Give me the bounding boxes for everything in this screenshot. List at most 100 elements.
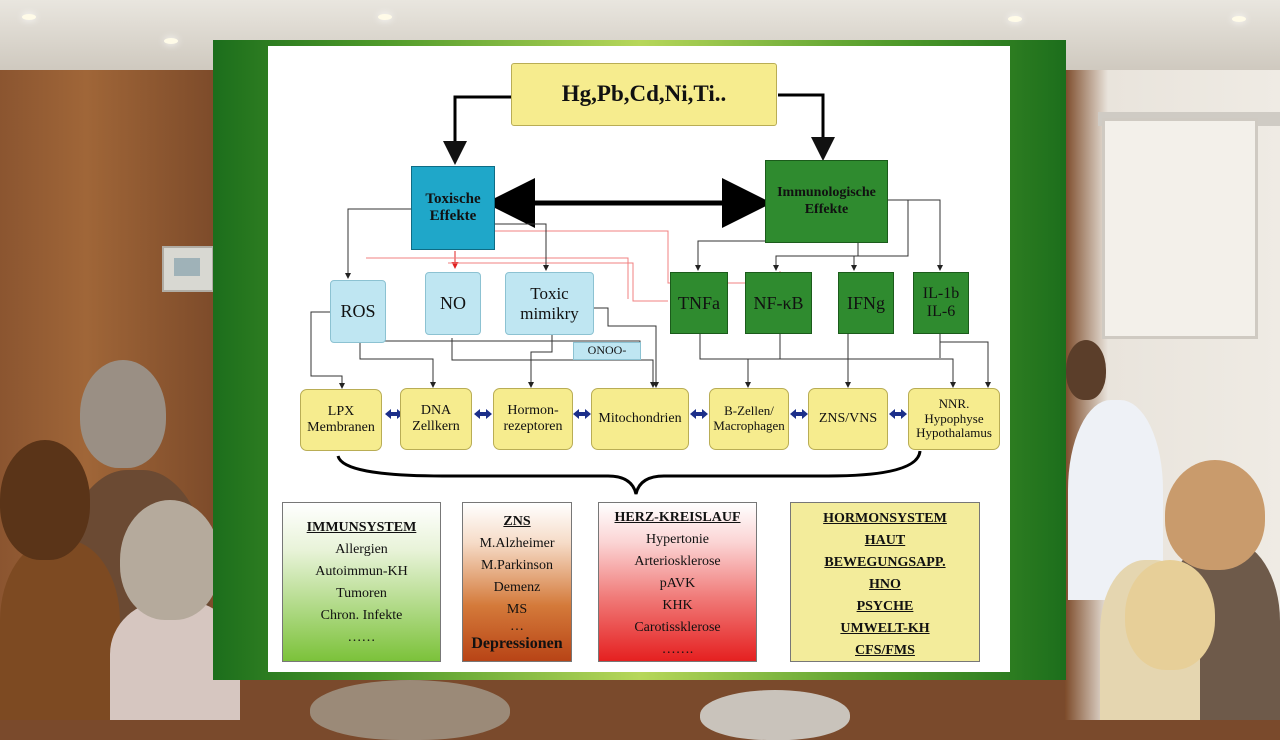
dna-line1: DNA bbox=[420, 402, 452, 418]
zns-vns-label: ZNS/VNS bbox=[818, 410, 878, 426]
panel-item: UMWELT-KH bbox=[840, 621, 930, 636]
panel-item: M.Alzheimer bbox=[479, 536, 555, 551]
bzellen-line1: B-Zellen/ bbox=[724, 403, 774, 419]
panel-zns-heading: ZNS bbox=[503, 514, 531, 529]
link-arrow bbox=[790, 409, 808, 419]
mitochondrien-label: Mitochondrien bbox=[598, 410, 682, 426]
immunological-effects-box: Immunologische Effekte bbox=[765, 160, 888, 243]
tnfa-label: TNFa bbox=[678, 292, 720, 313]
heavy-metals-label: Hg,Pb,Cd,Ni,Ti.. bbox=[561, 81, 727, 107]
il-line2: IL-6 bbox=[926, 303, 956, 320]
ceiling-light bbox=[164, 38, 178, 44]
ceiling-light bbox=[1232, 16, 1246, 22]
panel-item: BEWEGUNGSAPP. bbox=[824, 555, 946, 570]
panel-item: Hypertonie bbox=[646, 532, 709, 547]
panel-item: KHK bbox=[662, 598, 693, 613]
audience-head bbox=[80, 360, 166, 468]
link-arrow bbox=[889, 409, 907, 419]
wall-control-panel bbox=[162, 246, 214, 292]
hormonrez-line2: rezeptoren bbox=[503, 419, 563, 434]
audience-member bbox=[0, 540, 120, 720]
panel-item: Chron. Infekte bbox=[320, 608, 403, 623]
toxic-mimikry-line1: Toxic bbox=[530, 283, 569, 303]
onoo-box: ONOO- bbox=[573, 342, 641, 360]
panel-item: pAVK bbox=[659, 576, 696, 591]
panel-herz-kreislauf: HERZ-KREISLAUF Hypertonie Arterioskleros… bbox=[598, 502, 757, 662]
panel-herz-heading: HERZ-KREISLAUF bbox=[614, 510, 741, 525]
tnfa-box: TNFa bbox=[670, 272, 728, 334]
panel-item: HORMONSYSTEM bbox=[823, 511, 947, 526]
no-label: NO bbox=[440, 293, 466, 314]
panel-item: Autoimmun-KH bbox=[315, 564, 408, 579]
mitochondrien-box: Mitochondrien bbox=[591, 388, 689, 450]
link-arrow bbox=[573, 409, 591, 419]
panel-item: Arteriosklerose bbox=[634, 554, 721, 569]
dna-zellkern-box: DNA Zellkern bbox=[400, 388, 472, 450]
slide: Hg,Pb,Cd,Ni,Ti.. Toxische Effekte Immuno… bbox=[268, 46, 1010, 672]
panel-zns-footer: Depressionen bbox=[471, 635, 563, 652]
il-box: IL-1b IL-6 bbox=[913, 272, 969, 334]
panel-zns: ZNS M.Alzheimer M.Parkinson Demenz MS … … bbox=[462, 502, 572, 662]
toxic-effects-box: Toxische Effekte bbox=[411, 166, 495, 250]
ceiling-light bbox=[378, 14, 392, 20]
panel-item: Carotissklerose bbox=[634, 620, 721, 635]
ros-label: ROS bbox=[340, 301, 376, 322]
dna-line2: Zellkern bbox=[412, 419, 460, 434]
immunological-effects-line1: Immunologische bbox=[777, 185, 876, 201]
panel-item: ……. bbox=[661, 642, 694, 657]
connector-layer bbox=[310, 93, 991, 495]
lpx-line2: Membranen bbox=[307, 420, 375, 435]
panel-item: PSYCHE bbox=[856, 599, 914, 614]
panel-item: HNO bbox=[869, 577, 901, 592]
whiteboard bbox=[1102, 118, 1258, 339]
presenter-head bbox=[1066, 340, 1106, 400]
nnr-line1: NNR. bbox=[938, 395, 970, 411]
onoo-label: ONOO- bbox=[587, 343, 627, 358]
il-line1: IL-1b bbox=[922, 284, 960, 302]
panel-item: Allergien bbox=[335, 542, 388, 557]
panel-item: … bbox=[510, 619, 524, 634]
nfkb-label: NF-κB bbox=[753, 292, 804, 313]
panel-item: Demenz bbox=[493, 580, 541, 595]
toxic-mimikry-line2: mimikry bbox=[520, 303, 579, 323]
audience-head bbox=[1165, 460, 1265, 570]
lpx-membranen-box: LPX Membranen bbox=[300, 389, 382, 451]
panel-item: MS bbox=[506, 602, 528, 617]
ifng-box: IFNg bbox=[838, 272, 894, 334]
panel-hormonsystem: HORMONSYSTEM HAUT BEWEGUNGSAPP. HNO PSYC… bbox=[790, 502, 980, 662]
panel-item: CFS/FMS bbox=[855, 643, 915, 658]
nnr-line3: Hypothalamus bbox=[916, 425, 992, 441]
ceiling-light bbox=[22, 14, 36, 20]
panel-item: …… bbox=[347, 630, 376, 645]
ros-box: ROS bbox=[330, 280, 386, 343]
nnr-box: NNR. Hypophyse Hypothalamus bbox=[908, 388, 1000, 450]
panel-item: M.Parkinson bbox=[481, 558, 553, 573]
audience-head bbox=[700, 690, 850, 740]
link-arrow bbox=[690, 409, 708, 419]
panel-item: Tumoren bbox=[336, 586, 387, 601]
toxic-mimikry-box: Toxic mimikry bbox=[505, 272, 594, 335]
toxic-effects-line1: Toxische bbox=[425, 190, 481, 207]
hormonrez-line1: Hormon- bbox=[507, 402, 559, 418]
nfkb-box: NF-κB bbox=[745, 272, 812, 334]
ifng-label: IFNg bbox=[846, 292, 885, 313]
link-arrow bbox=[474, 409, 492, 419]
zns-vns-box: ZNS/VNS bbox=[808, 388, 888, 450]
lpx-line1: LPX bbox=[327, 403, 355, 419]
audience-head bbox=[1125, 560, 1215, 670]
toxic-effects-line2: Effekte bbox=[429, 208, 477, 224]
panel-immunsystem: IMMUNSYSTEM Allergien Autoimmun-KH Tumor… bbox=[282, 502, 441, 662]
panel-item: HAUT bbox=[864, 533, 906, 548]
audience-head bbox=[0, 440, 90, 560]
nnr-line2: Hypophyse bbox=[924, 410, 984, 426]
hormonrezeptoren-box: Hormon- rezeptoren bbox=[493, 388, 573, 450]
bzellen-line2: Macrophagen bbox=[713, 418, 785, 433]
ceiling-light bbox=[1008, 16, 1022, 22]
panel-immunsystem-heading: IMMUNSYSTEM bbox=[306, 520, 417, 535]
no-box: NO bbox=[425, 272, 481, 335]
b-zellen-box: B-Zellen/ Macrophagen bbox=[709, 388, 789, 450]
link-arrow bbox=[385, 409, 403, 419]
audience-head bbox=[310, 680, 510, 740]
immunological-effects-line2: Effekte bbox=[804, 201, 849, 217]
heavy-metals-box: Hg,Pb,Cd,Ni,Ti.. bbox=[511, 63, 777, 126]
